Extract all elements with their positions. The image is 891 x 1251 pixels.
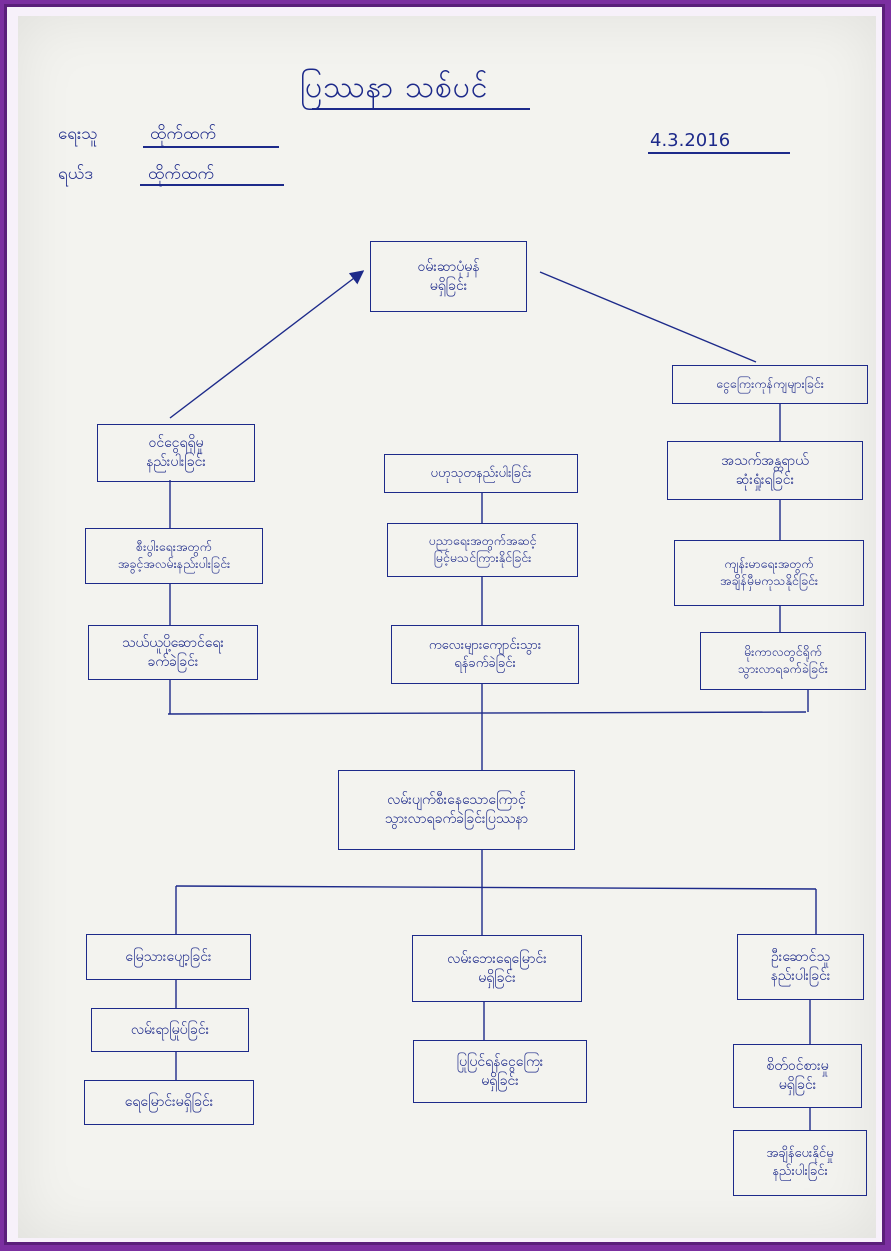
- title-underline: [312, 108, 530, 110]
- node-bottom-left-2: လမ်းရာမြုပ်ခြင်း: [91, 1008, 249, 1052]
- node-mid-2: ပညာရေးအတွက်အဆင့် မြင့်မသင်ကြားနိုင်ခြင်း: [387, 523, 578, 577]
- node-right-1: အသက်အန္တရာယ် ဆုံးရှုံးရခြင်း: [667, 441, 863, 500]
- node-left-2: စီးပွါးရေးအတွက် အခွင့်အလမ်းနည်းပါးခြင်း: [85, 528, 263, 584]
- node-bottom-left-1: မြေသားပျော့ခြင်း: [86, 934, 251, 980]
- node-core-problem: လမ်းပျက်စီးနေသောကြောင့် သွားလာရခက်ခဲခြင်…: [338, 770, 575, 850]
- header-value-2: ထိုက်ထက်: [148, 164, 215, 184]
- date-underline: [648, 152, 790, 154]
- node-bottom-right-2: စိတ်ဝင်စားမှု မရှိခြင်း: [733, 1044, 862, 1108]
- node-bottom-right-3: အချိန်ပေးနိုင်မှု နည်းပါးခြင်း: [733, 1130, 867, 1196]
- line-top-to-right: [539, 271, 757, 363]
- arrow-left-to-top: [169, 270, 365, 419]
- node-left-1: ဝင်ငွေရရှိမှု နည်းပါးခြင်း: [97, 424, 255, 482]
- node-bottom-right-1: ဦးဆောင်သူ နည်းပါးခြင်း: [737, 934, 864, 1000]
- node-mid-1: ပဟုသုတနည်းပါးခြင်း: [384, 454, 578, 493]
- diagram-title: ပြဿနာ သစ်ပင်: [300, 70, 489, 105]
- node-bottom-mid-1: လမ်းဘေးရေမြောင်း မရှိခြင်း: [412, 935, 582, 1002]
- node-right-0: ငွေကြေးကုန်ကျများခြင်း: [672, 365, 868, 404]
- node-right-2: ကျန်းမာရေးအတွက် အချိန်မှီမကုသနိုင်ခြင်း: [674, 540, 864, 606]
- header-label-2: ရယ်ဒ: [58, 164, 94, 184]
- header-date: 4.3.2016: [650, 130, 731, 151]
- node-top-effect: ဝမ်းဆာပုံမှန် မရှိခြင်း: [370, 241, 527, 312]
- node-mid-3: ကလေးများကျောင်းသွား ရန်ခက်ခဲခြင်း: [391, 625, 579, 684]
- header-underline-1: [143, 146, 279, 148]
- node-bottom-left-3: ရေမြောင်းမရှိခြင်း: [84, 1080, 254, 1125]
- paper-sheet: [18, 16, 876, 1238]
- header-value-1: ထိုက်ထက်: [150, 124, 217, 144]
- node-left-3: သယ်ယူပို့ဆောင်ရေး ခက်ခဲခြင်း: [88, 625, 258, 680]
- node-right-3: မိုးကာလတွင်ရိုက် သွားလာရခက်ခဲခြင်း: [700, 632, 866, 690]
- node-bottom-mid-2: ပြုပြင်ရန်ငွေကြေး မရှိခြင်း: [413, 1040, 587, 1103]
- header-label-1: ရေးသူ: [58, 124, 98, 144]
- header-underline-2: [140, 184, 284, 186]
